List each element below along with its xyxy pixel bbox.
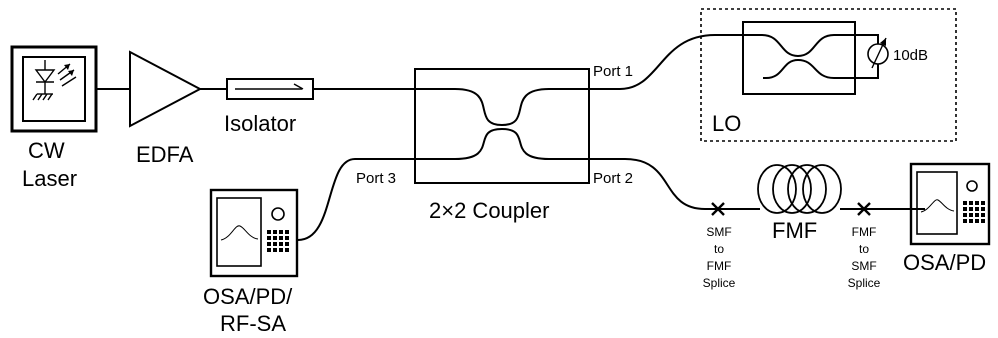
- edfa: EDFA: [129, 50, 203, 167]
- osa-right-label: OSA/PD: [903, 250, 986, 275]
- splice-in-line4: Splice: [703, 276, 736, 290]
- port2-label: Port 2: [593, 170, 633, 187]
- variable-attenuator-icon: [867, 37, 889, 69]
- osa-pd-rfsa-left: OSA/PD/ RF-SA: [203, 188, 299, 336]
- fiber-port3-to-osa: [297, 158, 356, 241]
- splice-in-line2: to: [714, 242, 724, 256]
- coupler-lower-fiber: [355, 127, 589, 160]
- splice-out-line1: FMF: [852, 225, 877, 239]
- coupler-2x2: 2×2 Coupler: [355, 68, 590, 223]
- splice-out-line2: to: [859, 242, 869, 256]
- splice-out-line4: Splice: [848, 276, 881, 290]
- isolator-arrow-icon: [235, 83, 304, 90]
- cw-laser-label-line1: CW: [28, 138, 65, 163]
- lo-lower-fiber: [763, 58, 879, 79]
- fiber-coil-icon: [757, 164, 842, 214]
- lo-coupler-box: [742, 21, 856, 95]
- lo-label: LO: [712, 111, 741, 136]
- splice-cross-icon: [857, 202, 871, 216]
- isolator-label: Isolator: [224, 111, 296, 136]
- lo-dashed-box: [700, 8, 957, 142]
- spectrum-analyzer-icon: [209, 188, 299, 278]
- splice-out-line3: SMF: [851, 259, 876, 273]
- coupler-label: 2×2 Coupler: [429, 198, 549, 223]
- coupler-box: [414, 68, 590, 184]
- laser-inner-box: [22, 56, 86, 122]
- lo-upper-fiber: [743, 34, 879, 58]
- spectrum-analyzer-icon: [909, 162, 991, 246]
- coupler-upper-fiber: [415, 88, 589, 127]
- osa-left-label-line2: RF-SA: [220, 311, 286, 336]
- local-oscillator: 10dB LO: [700, 8, 957, 142]
- osa-left-label-line1: OSA/PD/: [203, 284, 293, 309]
- splice-in-line3: FMF: [707, 259, 732, 273]
- cw-laser-label-line2: Laser: [22, 166, 77, 191]
- edfa-label: EDFA: [136, 142, 194, 167]
- fiber-port1-to-lo: [589, 34, 743, 90]
- fiber-port2-to-splice: [589, 158, 760, 210]
- amplifier-triangle-icon: [129, 50, 203, 128]
- splice-in-line1: SMF: [706, 225, 731, 239]
- splice-cross-icon: [711, 202, 725, 216]
- osa-pd-right: OSA/PD: [903, 162, 991, 275]
- laser-outer-box: [10, 45, 98, 133]
- fmf-label: FMF: [772, 218, 817, 243]
- attenuation-label: 10dB: [893, 47, 928, 64]
- cw-laser: CW Laser: [10, 45, 98, 191]
- laser-diode-icon: [32, 60, 77, 101]
- isolator: Isolator: [224, 78, 314, 136]
- port3-label: Port 3: [356, 170, 396, 187]
- port1-label: Port 1: [593, 63, 633, 80]
